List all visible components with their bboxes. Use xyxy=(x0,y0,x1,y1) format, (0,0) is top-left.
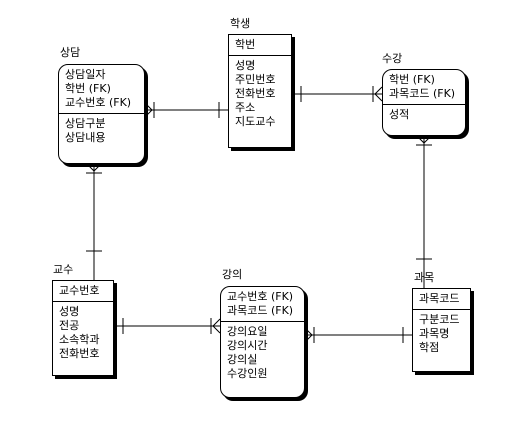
entity-enroll-keys: 학번 (FK)과목코드 (FK) xyxy=(383,70,465,105)
attribute-row: 전공 xyxy=(59,319,80,332)
attribute-row: 강의실 xyxy=(227,353,258,366)
attribute-row: 상담구분 xyxy=(65,117,106,130)
relationship-subject-lecture xyxy=(304,327,412,343)
relationship-counsel-student xyxy=(144,102,228,118)
attribute-row: 주소 xyxy=(235,101,256,114)
attribute-row: 수강인원 xyxy=(227,367,268,380)
attribute-row: 학번 (FK) xyxy=(389,73,435,86)
attribute-row: 소속학과 xyxy=(59,333,100,346)
attribute-row: 학점 xyxy=(419,341,440,354)
entity-title-student: 학생 xyxy=(230,17,251,30)
attribute-row: 과목코드 (FK) xyxy=(389,87,456,100)
attribute-row: 구분코드 xyxy=(419,313,460,326)
attribute-row: 전화번호 xyxy=(235,87,276,100)
relationship-professor-counsel xyxy=(86,163,102,280)
entity-lecture-keys: 교수번호 (FK)과목코드 (FK) xyxy=(221,287,304,322)
attribute-row: 학번 xyxy=(235,38,256,51)
entity-title-counsel: 상담 xyxy=(60,46,81,59)
attribute-row: 강의시간 xyxy=(227,339,268,352)
attribute-row: 교수번호 (FK) xyxy=(227,290,294,303)
attribute-row: 전화번호 xyxy=(59,347,100,360)
attribute-row: 주민번호 xyxy=(235,73,276,86)
entity-enroll-attrs: 성적 xyxy=(383,105,465,125)
attribute-row: 학번 (FK) xyxy=(65,82,111,95)
attribute-row: 성명 xyxy=(235,59,256,72)
entity-student-keys: 학번 xyxy=(229,35,291,56)
entity-title-enroll: 수강 xyxy=(382,52,403,65)
entity-title-professor: 교수 xyxy=(53,263,74,276)
attribute-row: 과목코드 xyxy=(419,292,460,305)
entity-title-lecture: 강의 xyxy=(222,268,243,281)
entity-professor-keys: 교수번호 xyxy=(53,281,113,302)
attribute-row: 성명 xyxy=(59,305,80,318)
attribute-row: 지도교수 xyxy=(235,115,276,128)
entity-subject-keys: 과목코드 xyxy=(413,289,470,310)
entity-title-subject: 과목 xyxy=(414,271,435,284)
attribute-row: 과목코드 (FK) xyxy=(227,304,294,317)
relationship-student-enroll xyxy=(292,86,383,102)
attribute-row: 과목명 xyxy=(419,327,450,340)
relationship-subject-enroll xyxy=(416,135,432,288)
attribute-row: 성적 xyxy=(389,108,410,121)
attribute-row: 상담일자 xyxy=(65,68,106,81)
attribute-row: 강의요일 xyxy=(227,325,268,338)
attribute-row: 교수번호 (FK) xyxy=(65,96,132,109)
attribute-row: 교수번호 xyxy=(59,284,100,297)
attribute-row: 상담내용 xyxy=(65,131,106,144)
entity-enroll[interactable]: 학번 (FK)과목코드 (FK) 성적 xyxy=(382,69,466,136)
relationship-professor-lecture xyxy=(114,318,221,334)
